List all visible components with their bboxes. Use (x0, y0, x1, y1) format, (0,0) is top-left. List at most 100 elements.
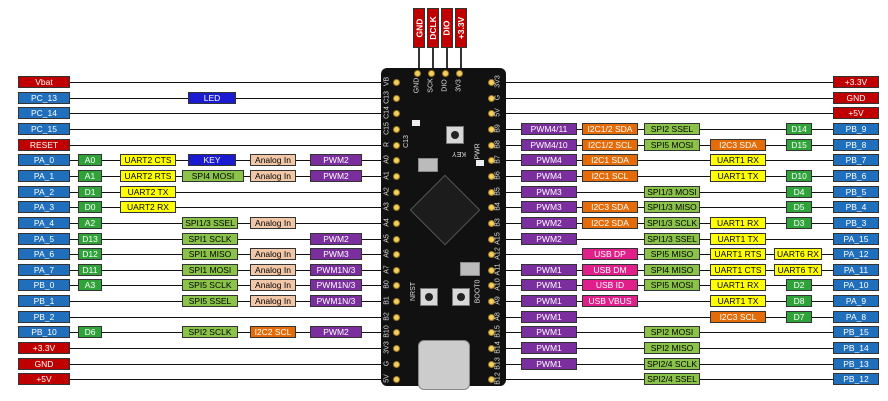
pin-label: +3.3V (18, 342, 70, 354)
pin-wire (70, 145, 395, 146)
function-label: SPI2 MISO (644, 342, 700, 354)
pin-hole (393, 361, 400, 368)
led (412, 120, 420, 126)
pin-wire (492, 317, 833, 318)
pin-wire (492, 176, 833, 177)
pin-label: +5V (18, 373, 70, 385)
pin-wire (70, 379, 395, 380)
header-pin-label: +3.3V (455, 8, 467, 48)
pin-label: PA_2 (18, 186, 70, 198)
function-label: D4 (786, 186, 812, 198)
pin-hole (488, 79, 495, 86)
function-label: PWM4/11 (521, 123, 577, 135)
pin-hole (488, 282, 495, 289)
function-label: D2 (786, 279, 812, 291)
pin-hole (393, 189, 400, 196)
pin-hole (393, 345, 400, 352)
function-label: D6 (78, 326, 102, 338)
pin-hole (393, 110, 400, 117)
function-label: UART1 TX (710, 295, 766, 307)
function-label: UART6 TX (774, 264, 822, 276)
silk-label: GND (413, 77, 421, 94)
silk-label: DIO (441, 79, 449, 92)
pin-label: PB_2 (18, 311, 70, 323)
function-label: UART1 RX (710, 217, 766, 229)
function-label: A2 (78, 217, 102, 229)
function-label: PWM4 (521, 154, 577, 166)
pin-label: PA_8 (833, 311, 879, 323)
function-label: SPI2/4 SSEL (644, 373, 700, 385)
pin-label: RESET (18, 139, 70, 151)
silk-label: 5V (383, 374, 391, 383)
pin-hole (414, 70, 421, 77)
pin-label: PA_7 (18, 264, 70, 276)
pin-wire (70, 348, 395, 349)
pin-label: PC_13 (18, 92, 70, 104)
pin-hole (488, 126, 495, 133)
function-label: PWM1 (521, 358, 577, 370)
usb-c-connector (418, 340, 470, 390)
function-label: PWM1 (521, 295, 577, 307)
function-label: UART1 CTS (710, 264, 766, 276)
pin-hole (488, 314, 495, 321)
pin-hole (488, 204, 495, 211)
pin-label: PA_9 (833, 295, 879, 307)
pin-hole (488, 329, 495, 336)
function-label: Analog In (250, 154, 296, 166)
function-label: UART2 TX (120, 186, 176, 198)
pin-wire (70, 317, 395, 318)
function-label: SPI5 SCLK (182, 279, 238, 291)
pin-label: PB_5 (833, 186, 879, 198)
function-label: PWM1 (521, 342, 577, 354)
function-label: D13 (78, 233, 102, 245)
pin-label: PB_10 (18, 326, 70, 338)
header-pin (460, 48, 462, 68)
function-label: SPI4 MISO (644, 264, 700, 276)
pin-label: PB_8 (833, 139, 879, 151)
pin-label: PA_12 (833, 248, 879, 260)
header-pin (446, 48, 448, 68)
pin-hole (488, 298, 495, 305)
function-label: A3 (78, 279, 102, 291)
pin-wire (492, 301, 833, 302)
function-label: PWM2 (310, 233, 362, 245)
function-label: SPI2 SCLK (182, 326, 238, 338)
function-label: D11 (78, 264, 102, 276)
pin-hole (488, 173, 495, 180)
header-pin-label: DCLK (427, 8, 439, 48)
function-label: LED (188, 92, 236, 104)
function-label: D0 (78, 201, 102, 213)
pin-hole (442, 70, 449, 77)
pin-hole (393, 157, 400, 164)
function-label: SPI1/3 SSEL (644, 233, 700, 245)
function-label: D10 (786, 170, 812, 182)
pin-wire (70, 192, 395, 193)
boot0-button (452, 288, 470, 306)
pin-hole (488, 361, 495, 368)
pin-hole (393, 376, 400, 383)
function-label: UART1 TX (710, 233, 766, 245)
pin-label: PA_3 (18, 201, 70, 213)
pin-hole (488, 267, 495, 274)
pin-hole (393, 173, 400, 180)
function-label: Analog In (250, 295, 296, 307)
function-label: SPI1/3 MISO (644, 201, 700, 213)
pin-label: PA_11 (833, 264, 879, 276)
function-label: SPI1 MOSI (182, 264, 238, 276)
function-label: D12 (78, 248, 102, 260)
function-label: UART2 RX (120, 201, 176, 213)
function-label: SPI2/4 SCLK (644, 358, 700, 370)
pin-wire (70, 129, 395, 130)
function-label: UART6 RX (774, 248, 822, 260)
header-pin (418, 48, 420, 68)
pin-wire (70, 82, 395, 83)
pin-hole (488, 251, 495, 258)
function-label: PWM1N/3 (310, 264, 362, 276)
pin-label: PA_0 (18, 154, 70, 166)
function-label: D15 (786, 139, 812, 151)
pin-hole (393, 204, 400, 211)
pin-hole (488, 110, 495, 117)
silk-label: 3V3 (455, 79, 463, 92)
pin-hole (393, 298, 400, 305)
pin-hole (393, 251, 400, 258)
